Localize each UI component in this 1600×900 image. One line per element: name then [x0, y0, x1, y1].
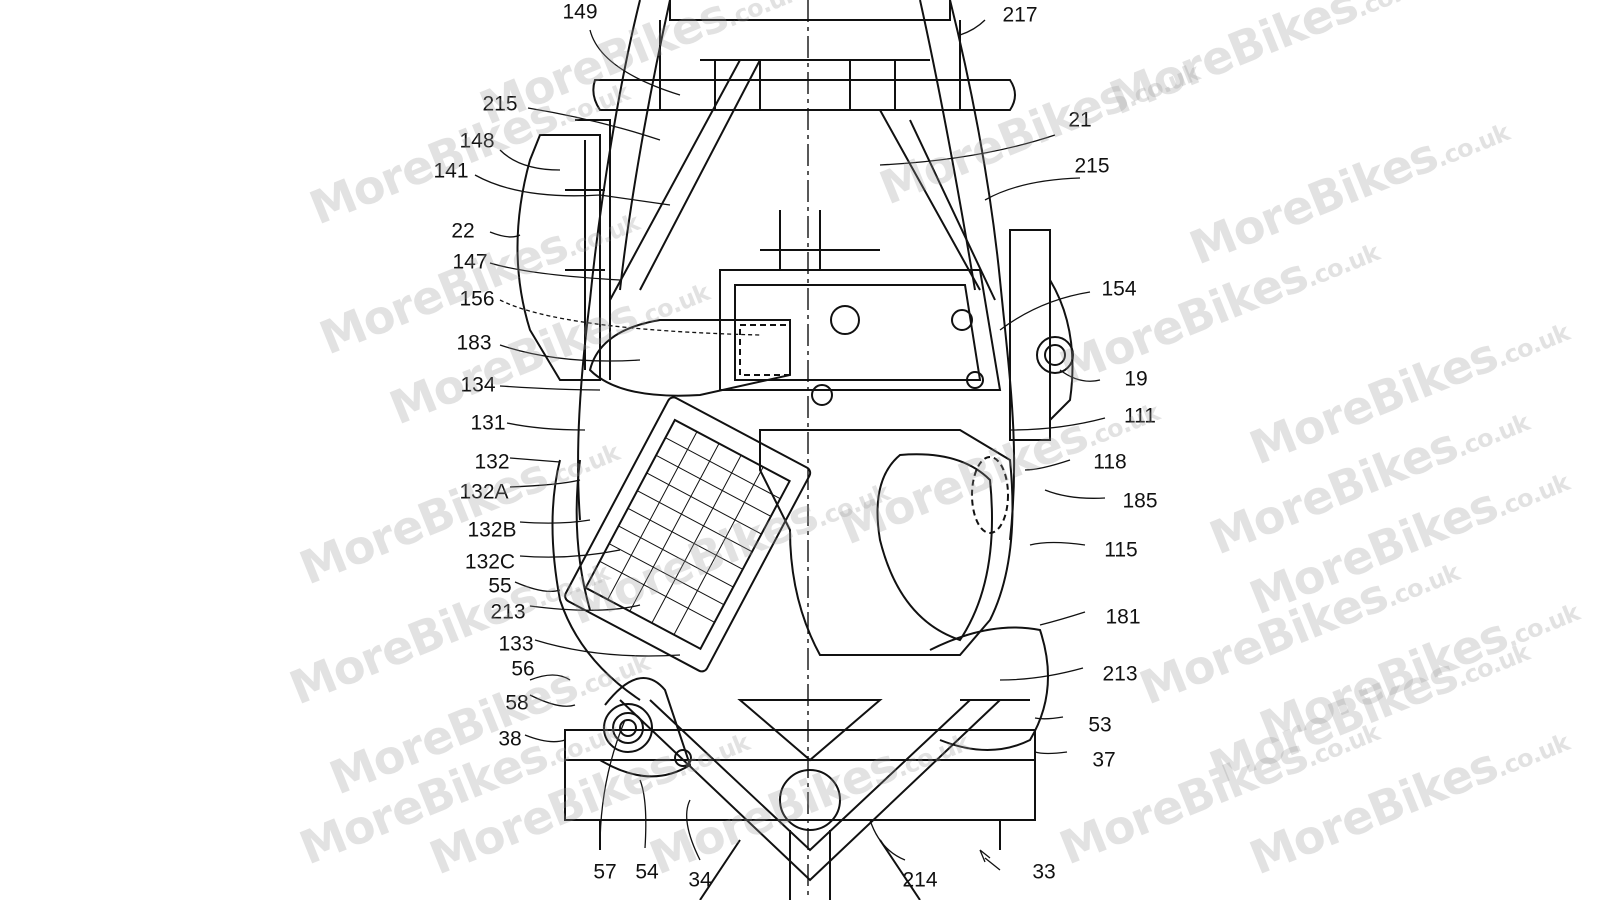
lower-cross-member: [564, 729, 1036, 850]
reference-numeral-133: 133: [498, 632, 534, 656]
reference-numeral-57: 57: [593, 860, 617, 884]
reference-numeral-37: 37: [1092, 748, 1116, 772]
reference-numeral-215: 215: [482, 92, 518, 116]
reference-numeral-213: 213: [490, 600, 526, 624]
reference-numeral-34: 34: [688, 868, 712, 892]
reference-numeral-21: 21: [1068, 108, 1092, 132]
reference-numeral-217: 217: [1002, 3, 1038, 27]
crankcase: [759, 429, 1014, 656]
exhaust-pipe-left: [551, 459, 641, 701]
inner-right-tube: [879, 109, 996, 301]
cylinder-head: [719, 269, 1002, 391]
reference-numeral-132B: 132B: [467, 518, 517, 542]
reference-numeral-54: 54: [635, 860, 659, 884]
reference-numeral-53: 53: [1088, 713, 1112, 737]
left-cover-plates: [565, 119, 611, 380]
reference-numeral-181: 181: [1105, 605, 1141, 629]
reference-numeral-58: 58: [505, 691, 529, 715]
oil-pan-outline: [876, 453, 993, 642]
reference-numeral-19: 19: [1124, 367, 1148, 391]
reference-numeral-33: 33: [1032, 860, 1056, 884]
reference-numeral-55: 55: [488, 574, 512, 598]
reference-numeral-132: 132: [474, 450, 510, 474]
throttle-body: [760, 210, 880, 270]
intake-duct: [588, 319, 791, 397]
reference-numeral-111: 111: [1124, 404, 1156, 428]
reference-numeral-134: 134: [460, 373, 496, 397]
upper-frame: [659, 0, 961, 111]
reference-numeral-132C: 132C: [464, 550, 516, 574]
reference-numeral-183: 183: [456, 331, 492, 355]
reference-numeral-118: 118: [1093, 450, 1127, 474]
inner-left-tube: [609, 59, 761, 301]
reference-numeral-131: 131: [470, 411, 506, 435]
right-main-tube: [919, 0, 1016, 541]
reference-numeral-154: 154: [1101, 277, 1137, 301]
pivot-bearing: [603, 703, 653, 753]
reference-numeral-132A: 132A: [459, 480, 509, 504]
frame-boss: [779, 769, 841, 831]
reference-numeral-56: 56: [511, 657, 535, 681]
oil-cooler: [564, 396, 812, 673]
reference-numeral-185: 185: [1122, 489, 1158, 513]
reference-numeral-149: 149: [562, 0, 598, 24]
right-cap: [1036, 336, 1074, 374]
reference-numeral-156: 156: [459, 287, 495, 311]
reference-numeral-148: 148: [459, 129, 495, 153]
left-main-tube: [577, 0, 671, 521]
leader-lines: [474, 19, 1106, 871]
reference-numeral-214: 214: [902, 868, 938, 892]
exhaust-pipe-right: [929, 626, 1049, 751]
reference-numeral-215: 215: [1074, 154, 1110, 178]
right-engine-cover: [1009, 229, 1074, 441]
cross-tube: [592, 79, 1016, 111]
reference-numeral-213: 213: [1102, 662, 1138, 686]
reference-numeral-22: 22: [451, 219, 475, 243]
reference-numeral-141: 141: [433, 159, 469, 183]
reference-numeral-38: 38: [498, 727, 522, 751]
left-engine-cover: [516, 134, 601, 381]
reference-numeral-115: 115: [1104, 538, 1138, 562]
reference-numeral-147: 147: [452, 250, 488, 274]
